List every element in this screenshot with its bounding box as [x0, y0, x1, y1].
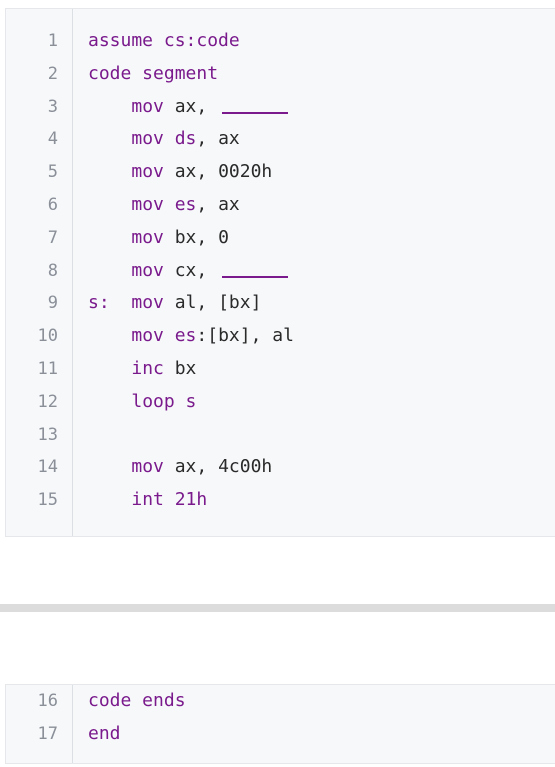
code-line: 2 code segment — [6, 58, 555, 91]
line-number: 2 — [47, 63, 58, 84]
line-number: 14 — [37, 457, 58, 478]
code-keyword: code segment — [88, 62, 219, 84]
code-text: mov es, ax — [88, 193, 240, 215]
line-number: 3 — [47, 96, 58, 117]
line-number: 16 — [37, 691, 58, 711]
code-block-bottom: 16 code ends 17 end — [5, 684, 555, 764]
code-keyword: mov — [131, 292, 175, 314]
code-operand: :[bx], al — [196, 325, 294, 347]
code-line: 8 mov cx, — [6, 255, 555, 288]
code-line: 6 mov es, ax — [6, 189, 555, 222]
line-number: 5 — [47, 162, 58, 183]
gutter-divider — [72, 9, 73, 536]
code-keyword: mov — [131, 325, 175, 347]
code-operand: ax, 0020h — [174, 161, 273, 183]
code-text: code ends — [88, 690, 186, 711]
page-separator — [0, 604, 555, 612]
code-line: 15 int 21h — [6, 484, 555, 517]
code-lines: 16 code ends 17 end — [6, 685, 555, 751]
code-text: mov ax, — [88, 95, 289, 117]
line-number: 9 — [47, 293, 58, 314]
line-number: 8 — [47, 260, 58, 281]
code-text: mov ax, 4c00h — [88, 456, 272, 477]
line-number: 10 — [37, 326, 58, 347]
code-label: s: — [88, 292, 110, 314]
code-line: 1 assume cs:code — [6, 25, 555, 58]
code-text: mov es:[bx], al — [88, 325, 294, 346]
code-keyword: ds — [174, 128, 197, 150]
code-keyword: inc — [131, 357, 175, 379]
code-line: 17 end — [6, 718, 555, 751]
code-block-top: 1 assume cs:code 2 code segment 3 mov ax, 4 … — [5, 8, 555, 537]
code-text: mov ds, ax — [88, 128, 240, 150]
code-keyword: mov — [131, 259, 175, 281]
code-keyword: int 21h — [131, 489, 208, 511]
code-line: 14 mov ax, 4c00h — [6, 451, 555, 484]
code-operand: , ax — [196, 193, 240, 215]
code-text: end — [88, 723, 121, 744]
line-number: 4 — [47, 129, 58, 150]
line-number: 12 — [37, 391, 58, 412]
code-line: 16 code ends — [6, 685, 555, 718]
code-text: s: mov al, [bx] — [88, 292, 261, 313]
code-keyword: code ends — [88, 690, 186, 711]
code-text: inc bx — [88, 358, 196, 379]
code-line: 10 mov es:[bx], al — [6, 320, 555, 353]
code-operand: , ax — [196, 128, 240, 150]
code-text: mov bx, 0 — [88, 227, 229, 248]
line-number: 1 — [47, 31, 58, 51]
code-keyword: mov — [131, 128, 175, 150]
code-text: int 21h — [88, 489, 207, 510]
code-line: 11 inc bx — [6, 353, 555, 386]
code-keyword: es — [174, 193, 197, 215]
code-keyword: mov — [131, 95, 175, 117]
fill-in-blank — [222, 275, 289, 278]
code-line: 5 mov ax, 0020h — [6, 156, 555, 189]
code-text: mov ax, 0020h — [88, 161, 272, 182]
line-number: 11 — [37, 358, 58, 379]
code-line: 9 s: mov al, [bx] — [6, 287, 555, 320]
line-number: 13 — [37, 424, 58, 445]
code-operand: ax, — [174, 95, 219, 117]
code-keyword: loop s — [131, 390, 197, 412]
code-line: 13 — [6, 419, 555, 452]
code-operand: bx — [174, 357, 197, 379]
code-line: 12 loop s — [6, 386, 555, 419]
line-number: 17 — [37, 723, 58, 744]
code-text: loop s — [88, 391, 196, 412]
code-keyword: mov — [131, 456, 175, 478]
code-lines: 1 assume cs:code 2 code segment 3 mov ax, 4 … — [6, 25, 555, 517]
code-text: assume cs:code — [88, 30, 240, 51]
gutter-divider — [72, 685, 73, 763]
code-operand: bx, 0 — [174, 226, 229, 248]
code-line: 3 mov ax, — [6, 91, 555, 124]
line-number: 7 — [47, 227, 58, 248]
line-number: 15 — [37, 490, 58, 511]
code-keyword: code — [196, 30, 240, 51]
line-number: 6 — [47, 194, 58, 215]
fill-in-blank — [222, 111, 289, 114]
code-keyword: assume — [88, 30, 164, 51]
code-keyword: mov — [131, 161, 175, 183]
code-line: 4 mov ds, ax — [6, 123, 555, 156]
code-text: code segment — [88, 63, 218, 84]
code-operand: al, [bx] — [174, 292, 262, 314]
code-operand: ax, 4c00h — [174, 456, 273, 478]
code-line: 7 mov bx, 0 — [6, 222, 555, 255]
code-keyword: es — [174, 325, 197, 347]
code-keyword: end — [88, 722, 121, 744]
code-keyword: mov — [131, 226, 175, 248]
code-text: mov cx, — [88, 259, 289, 281]
code-operand: cx, — [174, 259, 219, 281]
code-keyword: cs: — [163, 30, 197, 51]
code-keyword: mov — [131, 193, 175, 215]
